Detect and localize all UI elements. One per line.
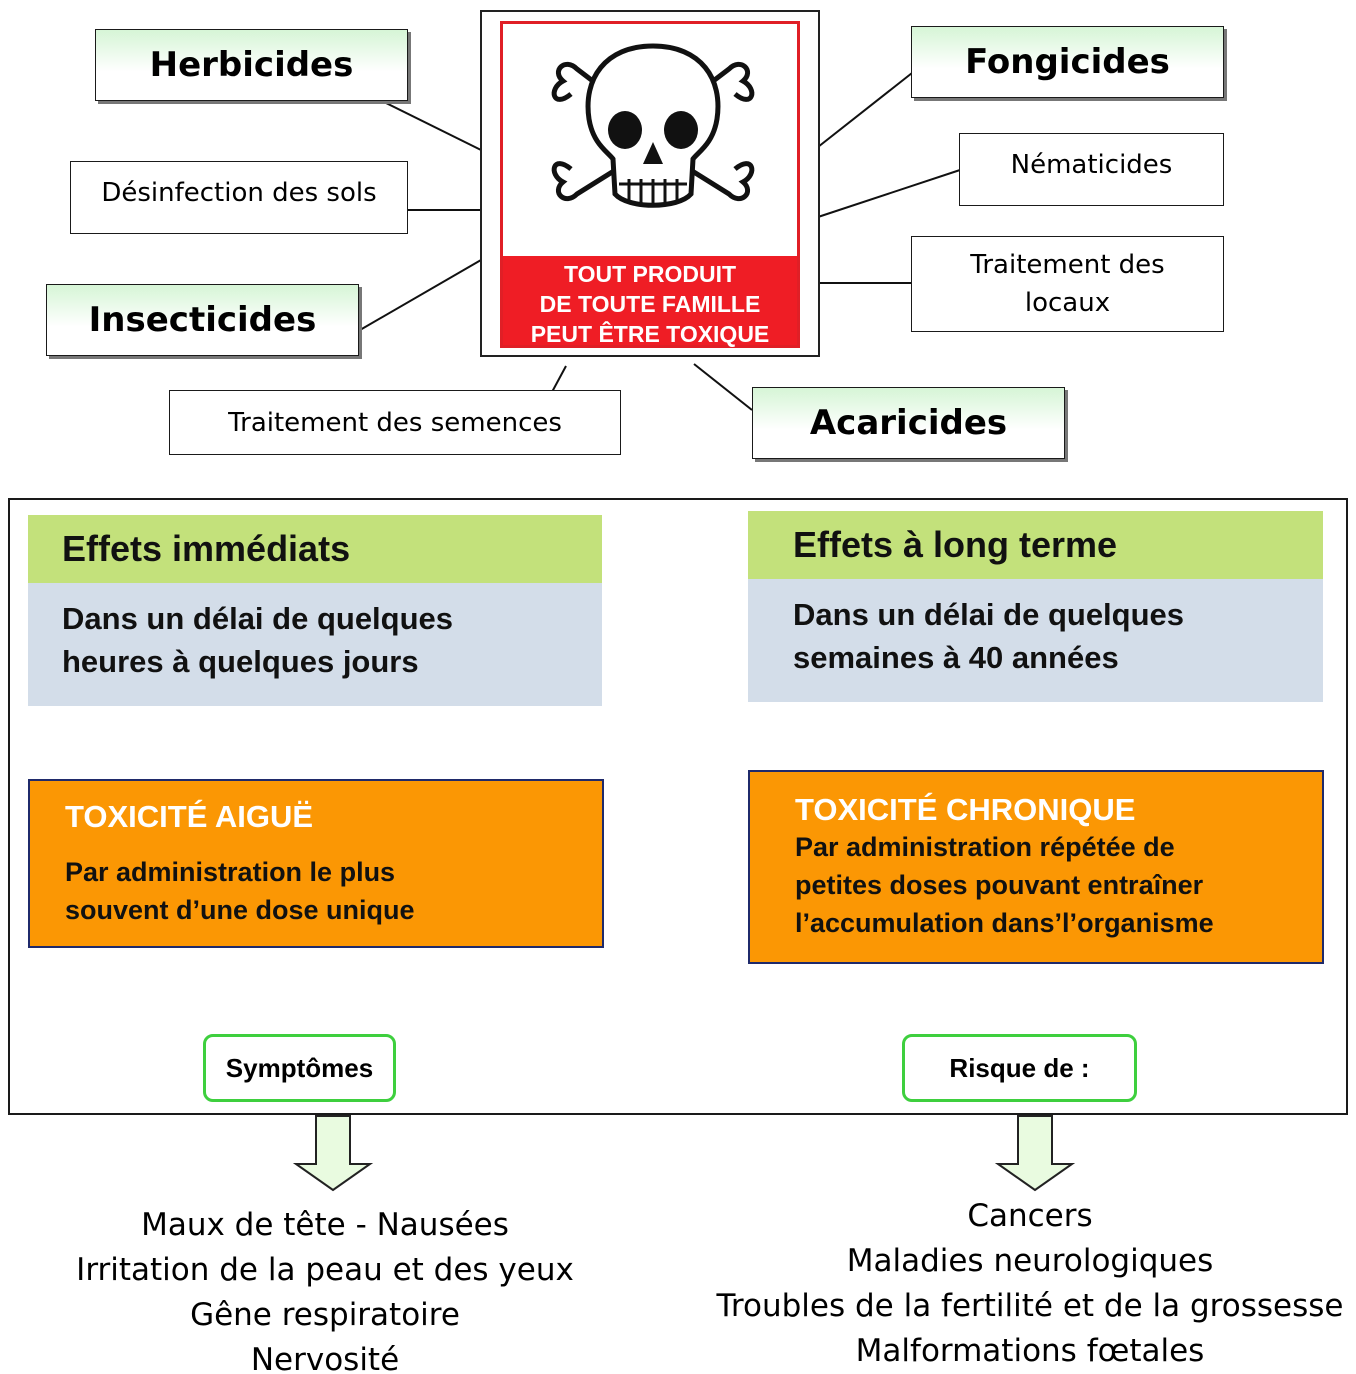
label-desinfection-sols: Désinfection des sols	[70, 161, 408, 234]
delay-long-term-line-1: Dans un délai de quelques	[793, 597, 1185, 632]
label-nematicides: Nématicides	[959, 133, 1224, 206]
symptom-item: Gêne respiratoire	[190, 1297, 460, 1333]
label-insecticides: Insecticides	[46, 284, 359, 356]
delay-immediate-line-1: Dans un délai de quelques	[62, 601, 454, 636]
risk-item: Troubles de la fertilité et de la grosse…	[716, 1288, 1344, 1324]
symptom-item: Nervosité	[250, 1342, 400, 1374]
warning-line-1: TOUT PRODUIT	[563, 261, 737, 287]
box-toxicite-chronique: TOXICITÉ CHRONIQUE Par administration ré…	[748, 770, 1324, 964]
delay-long-term-line-2: semaines à 40 années	[793, 640, 1119, 675]
box-toxicite-aigue: TOXICITÉ AIGUË Par administration le plu…	[28, 779, 604, 948]
connector-fongicides	[817, 72, 913, 148]
toxic-warning-poster: TOUT PRODUIT DE TOUTE FAMILLE PEUT ÊTRE …	[480, 10, 820, 357]
pill-symptomes: Symptômes	[203, 1034, 396, 1102]
risks-list: Cancers Maladies neurologiques Troubles …	[700, 1194, 1356, 1374]
outcome-arrow-left	[292, 1115, 374, 1192]
header-effets-immediats: Effets immédiats	[28, 515, 602, 583]
poster-frame: TOUT PRODUIT DE TOUTE FAMILLE PEUT ÊTRE …	[500, 21, 800, 348]
connector-nematicides	[817, 169, 961, 218]
label-traitement-semences: Traitement des semences	[169, 390, 621, 455]
toxicite-aigue-line-1: Par administration le plus	[65, 857, 396, 887]
label-acaricides: Acaricides	[752, 387, 1065, 459]
connector-insecticides	[359, 259, 482, 331]
warning-line-2: DE TOUTE FAMILLE	[539, 291, 761, 317]
risk-item: Maladies neurologiques	[846, 1243, 1214, 1279]
delay-immediate: Dans un délai de quelques heures à quelq…	[28, 583, 602, 706]
connector-acaricides	[693, 363, 753, 411]
skull-crossbones-icon	[551, 43, 755, 208]
toxicite-chronique-title: TOXICITÉ CHRONIQUE	[795, 792, 1136, 827]
symptom-item: Irritation de la peau et des yeux	[76, 1252, 574, 1288]
poster-warning-band: TOUT PRODUIT DE TOUTE FAMILLE PEUT ÊTRE …	[503, 256, 797, 347]
label-herbicides: Herbicides	[95, 29, 408, 101]
symptom-item: Maux de tête - Nausées	[141, 1207, 509, 1243]
pill-risque-de: Risque de :	[902, 1034, 1137, 1102]
toxicite-aigue-title: TOXICITÉ AIGUË	[65, 799, 314, 834]
delay-long-term: Dans un délai de quelques semaines à 40 …	[748, 579, 1323, 702]
locaux-line-2: locaux	[1024, 288, 1111, 318]
toxicite-chronique-line-2: petites doses pouvant entraîner	[795, 870, 1204, 900]
warning-line-3: PEUT ÊTRE TOXIQUE	[530, 321, 770, 347]
locaux-line-1: Traitement des	[970, 250, 1165, 280]
delay-immediate-line-2: heures à quelques jours	[62, 644, 419, 679]
risk-item: Malformations fœtales	[855, 1333, 1205, 1369]
label-traitement-locaux: Traitement des locaux	[911, 236, 1224, 332]
symptoms-list: Maux de tête - Nausées Irritation de la …	[30, 1203, 620, 1374]
connector-herbicides	[379, 99, 482, 151]
toxicite-aigue-line-2: souvent d’une dose unique	[65, 895, 415, 925]
header-effets-long-terme: Effets à long terme	[748, 511, 1323, 579]
risk-item: Cancers	[967, 1198, 1093, 1234]
toxicite-chronique-line-3: l’accumulation dans’l’organisme	[795, 908, 1214, 938]
toxicite-chronique-line-1: Par administration répétée de	[795, 832, 1175, 862]
connector-semences	[551, 365, 567, 393]
outcome-arrow-right	[994, 1115, 1076, 1192]
label-fongicides: Fongicides	[911, 26, 1224, 98]
